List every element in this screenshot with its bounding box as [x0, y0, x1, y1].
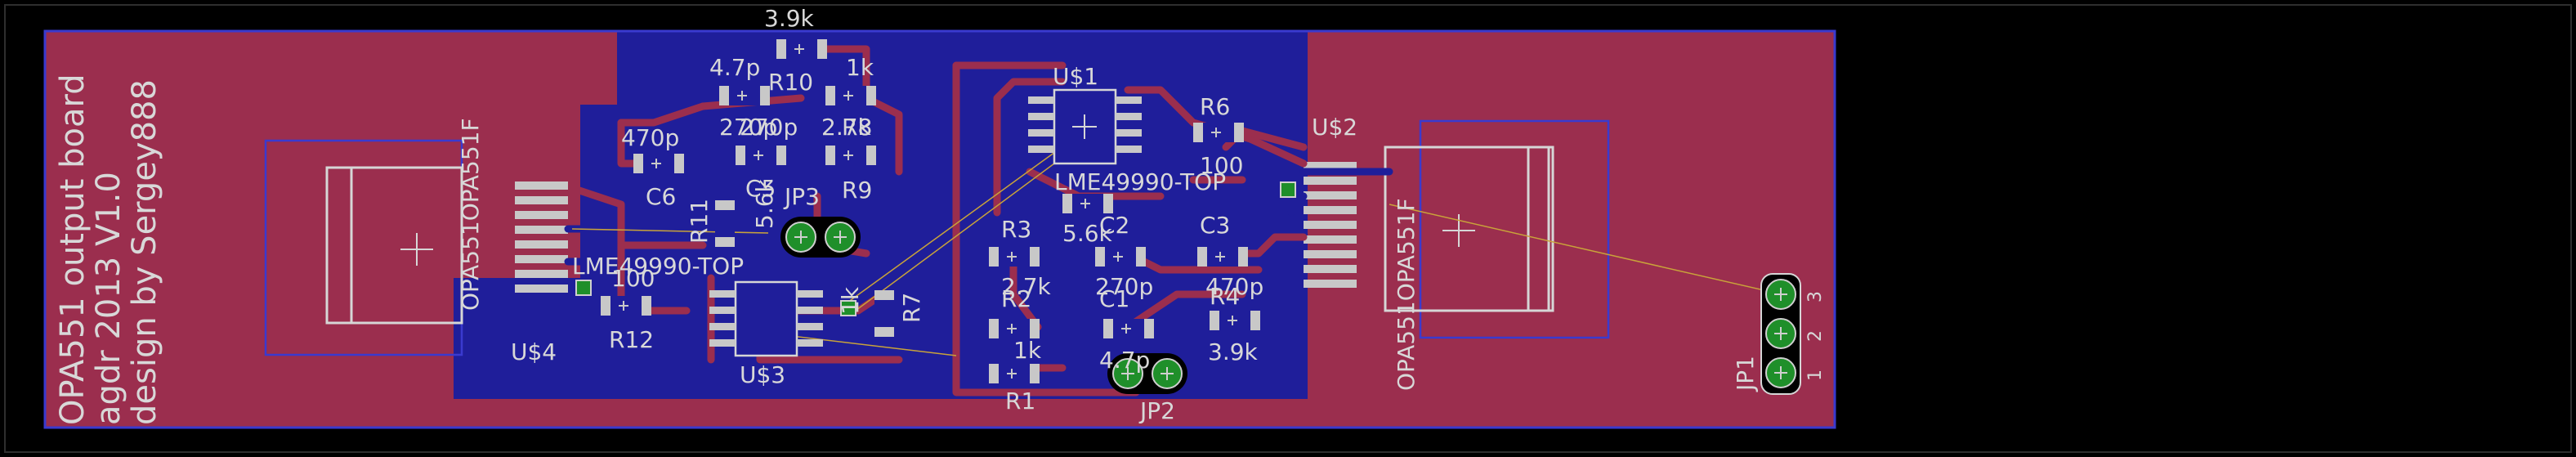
- label-r6: R6: [1200, 93, 1230, 120]
- label-u2-part: OPA551OPA551F: [1393, 198, 1420, 391]
- label-jp1-pin2: 2: [1805, 330, 1826, 342]
- label-c-270p-b: 270p: [740, 114, 798, 141]
- label-jp1: JP1: [1732, 356, 1759, 392]
- view-frame: [4, 4, 2572, 453]
- label-r4-value: 3.9k: [1208, 338, 1259, 365]
- label-u1-marker: LME49990-TOP: [1054, 168, 1226, 195]
- board-title-line-3: design by Sergey888: [126, 79, 163, 425]
- jp1-header: [1760, 273, 1801, 395]
- label-r6-value: 100: [1200, 152, 1243, 179]
- board-outline: [43, 29, 1836, 429]
- vias: [575, 181, 1296, 316]
- board-title: OPA551 output board agdr 2013 V1.0 desig…: [54, 74, 163, 425]
- label-c1-value: 4.7p: [1099, 347, 1150, 374]
- label-r2: R2: [1001, 285, 1031, 312]
- label-jp1-pin3: 3: [1805, 291, 1826, 302]
- label-r3-value: 2.7k: [1001, 273, 1052, 300]
- label-r10: R10: [768, 69, 813, 96]
- label-c3-470p: 470p: [1205, 273, 1263, 300]
- board-title-line-2: agdr 2013 V1.0: [90, 172, 127, 425]
- smd-footprints: [601, 39, 1260, 383]
- label-u4-op-marker: LME49990-TOP: [572, 253, 744, 280]
- label-r4: R4: [1210, 283, 1240, 310]
- label-jp1-pin1: 1: [1805, 370, 1826, 381]
- u3-soic: [709, 280, 823, 357]
- copper-top-island-left: [580, 31, 617, 105]
- label-r1: R1: [1005, 388, 1035, 414]
- label-c-4-7p: 4.7p: [709, 54, 760, 81]
- label-r8: R8: [842, 114, 872, 141]
- label-r-2k7: 2.7k: [821, 114, 872, 141]
- label-c2-value: 5.6k: [1062, 220, 1113, 247]
- label-u2: U$2: [1312, 114, 1357, 141]
- label-c5: C5: [745, 175, 776, 202]
- label-jp2: JP2: [1138, 397, 1175, 424]
- label-u4: U$4: [511, 338, 557, 365]
- u1-soic: [1028, 88, 1142, 165]
- silk-labels: 3.9k 4.7p R10 1k 270p 270p R8 2.7k 470p …: [457, 5, 1826, 424]
- label-u4-part: OPA551OPA551F: [457, 118, 484, 311]
- label-r12-value: 100: [611, 265, 655, 292]
- label-u1: U$1: [1053, 63, 1098, 90]
- u2-package: [1304, 119, 1610, 339]
- copper-top-island-mid: [899, 204, 981, 253]
- label-c3: C3: [1200, 212, 1230, 239]
- board-title-line-1: OPA551 output board: [54, 74, 92, 425]
- label-r9: R9: [842, 177, 872, 204]
- label-r12: R12: [609, 326, 654, 353]
- label-c3-270p: 270p: [1095, 273, 1153, 300]
- label-u3: U$3: [740, 361, 785, 388]
- label-r11: R11: [686, 199, 713, 244]
- airwires: [571, 134, 1782, 356]
- label-r11-value: 5.6k: [751, 178, 778, 229]
- label-c2: C2: [1099, 212, 1129, 239]
- label-r2-value: 1k: [1013, 337, 1042, 364]
- label-c1: C1: [1099, 285, 1129, 312]
- label-c6: C6: [646, 183, 676, 210]
- label-r7-value: 1k: [837, 286, 864, 315]
- label-r10-value: 3.9k: [764, 5, 815, 32]
- label-r-1k-top: 1k: [846, 54, 874, 81]
- label-c-270p-a: 270p: [719, 114, 777, 141]
- jp2-jumper: [1107, 353, 1187, 394]
- label-r7: R7: [898, 293, 925, 323]
- jp3-jumper: [780, 217, 861, 258]
- u4-package: [264, 139, 568, 356]
- label-c6-value: 470p: [621, 124, 679, 151]
- label-r3: R3: [1001, 216, 1031, 243]
- label-jp3: JP3: [783, 183, 820, 210]
